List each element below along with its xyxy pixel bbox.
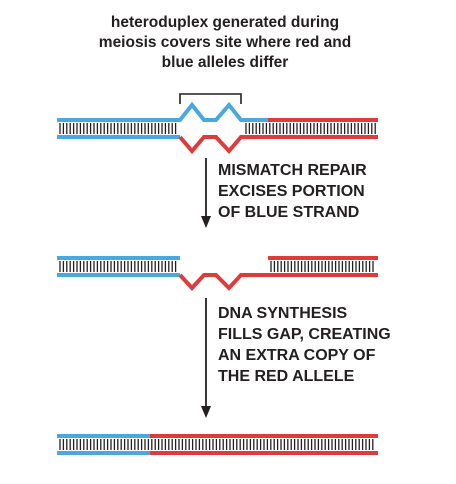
base-pair-rungs — [270, 261, 374, 272]
heteroduplex-caption-line: meiosis covers site where red and — [98, 34, 352, 51]
bottom-strand-red — [178, 135, 378, 155]
step-caption-line: THE RED ALLELE — [218, 368, 355, 385]
heteroduplex-caption: heteroduplex generated during meiosis co… — [30, 13, 420, 73]
step-caption-line: MISMATCH REPAIR — [218, 162, 367, 179]
heteroduplex-caption-line: blue alleles differ — [161, 54, 289, 71]
step-arrow — [201, 158, 211, 228]
step-caption-line: AN EXTRA COPY OF — [218, 347, 376, 364]
step-arrow — [201, 298, 211, 418]
bottom-strand-red — [178, 273, 378, 291]
heteroduplex-dna — [57, 101, 378, 155]
step-caption-line: FILLS GAP, CREATING — [218, 326, 391, 343]
base-pair-rungs — [245, 123, 376, 134]
top-strand-blue — [57, 101, 268, 122]
base-pair-rungs — [59, 261, 177, 272]
step-caption-line: DNA SYNTHESIS — [218, 305, 348, 322]
step-caption-line: OF BLUE STRAND — [218, 204, 360, 221]
base-pair-rungs — [59, 439, 374, 450]
repaired-dna — [57, 434, 378, 455]
heteroduplex-caption-line: heteroduplex generated during — [110, 14, 340, 31]
mismatch-repair-caption: MISMATCH REPAIR EXCISES PORTION OF BLUE … — [218, 160, 367, 223]
dna-synthesis-caption: DNA SYNTHESIS FILLS GAP, CREATING AN EXT… — [218, 303, 391, 387]
gapped-dna — [57, 256, 378, 291]
heteroduplex-bracket — [179, 93, 242, 104]
base-pair-rungs — [59, 123, 177, 134]
step-caption-line: EXCISES PORTION — [218, 183, 365, 200]
